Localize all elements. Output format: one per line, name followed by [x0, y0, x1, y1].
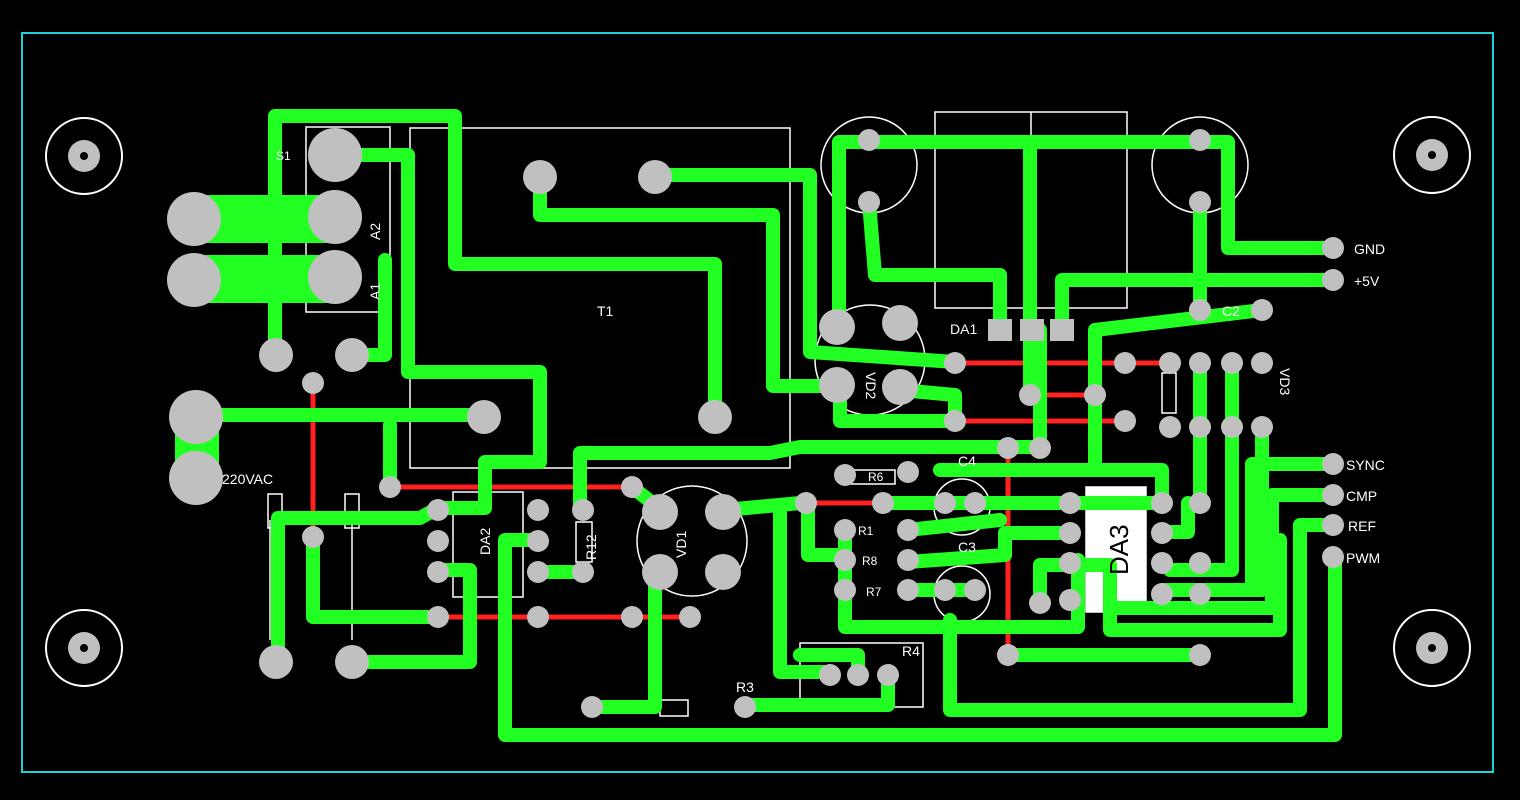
label-r1: R1 [858, 524, 874, 538]
label-vd2: VD2 [863, 372, 879, 399]
label-a1: A1 [367, 283, 383, 300]
pads [167, 128, 1344, 718]
connector-pwm: PWM [1346, 550, 1380, 566]
label-r4: R4 [902, 643, 920, 659]
label-s1: S1 [276, 149, 291, 163]
label-r12: R12 [583, 534, 599, 560]
label-r3: R3 [736, 679, 754, 695]
connector-ref: REF [1348, 518, 1376, 534]
connector-gnd: GND [1354, 241, 1385, 257]
label-r6: R6 [868, 470, 884, 484]
board-outline [21, 32, 1494, 773]
mounting-holes [45, 116, 1471, 687]
label-t1: T1 [597, 303, 614, 319]
label-c3: C3 [958, 539, 976, 555]
connector-sync: SYNC [1346, 457, 1385, 473]
component-labels: T1 DA1 DA2 DA3 VD1 VD2 VD3 C2 C3 C4 R3 R… [222, 149, 1293, 695]
label-r7: R7 [866, 585, 882, 599]
label-c4: C4 [958, 453, 976, 469]
label-c2: C2 [1222, 303, 1240, 319]
label-r8: R8 [862, 554, 878, 568]
connector-cmp: CMP [1346, 488, 1377, 504]
connector-labels: GND +5V SYNC CMP REF PWM [1346, 241, 1385, 566]
label-a2: A2 [367, 223, 383, 240]
label-da1: DA1 [950, 321, 977, 337]
label-da3: DA3 [1104, 524, 1134, 575]
connector-vcc: +5V [1354, 273, 1380, 289]
label-vd1: VD1 [673, 531, 689, 558]
label-da2: DA2 [477, 528, 493, 555]
label-ac-input: 220VAC [222, 471, 273, 487]
label-vd3: VD3 [1277, 368, 1293, 395]
